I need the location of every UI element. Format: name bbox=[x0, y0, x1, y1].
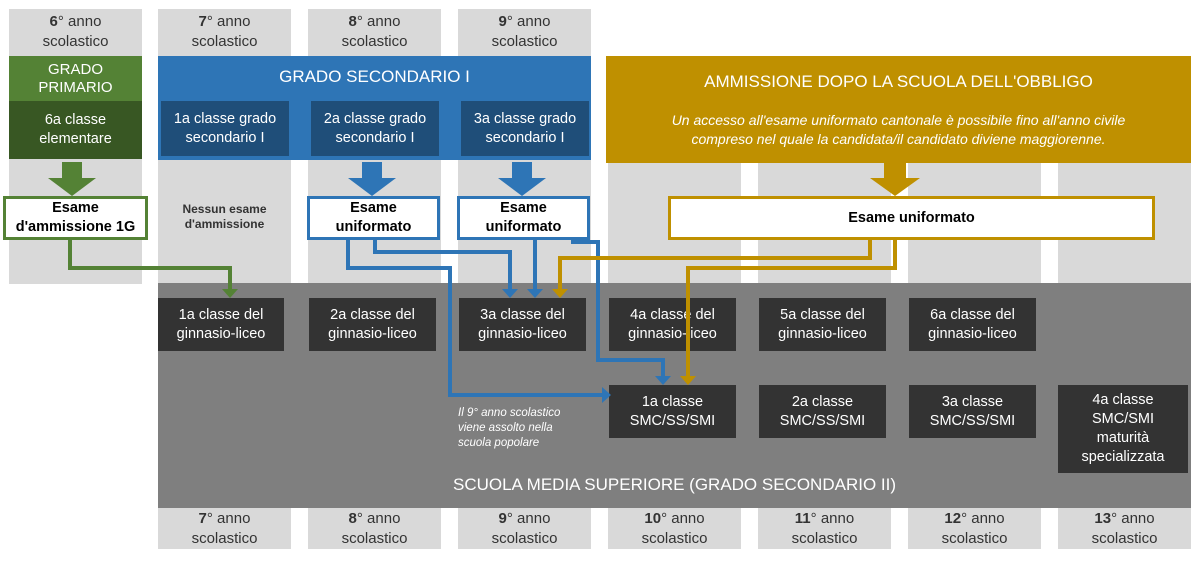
gold-down-arrow bbox=[870, 163, 920, 196]
ninth-year-note: Il 9° anno scolastico viene assolto nell… bbox=[458, 407, 561, 449]
liceo-class-5: 5a classe del ginnasio-liceo bbox=[759, 298, 886, 351]
liceo-class-3: 3a classe del ginnasio-liceo bbox=[459, 298, 586, 351]
primary-header: GRADO PRIMARIO bbox=[9, 56, 142, 101]
secondary1-exam-8: Esame uniformato bbox=[307, 196, 440, 240]
admission-panel bbox=[606, 56, 1191, 163]
secondary1-class-3: 3a classe grado secondario I bbox=[461, 101, 589, 156]
primary-class-6: 6a classe elementare bbox=[9, 101, 142, 159]
liceo-class-2: 2a classe del ginnasio-liceo bbox=[309, 298, 436, 351]
secondary1-exam-9: Esame uniformato bbox=[457, 196, 590, 240]
smc-class-1: 1a classe SMC/SS/SMI bbox=[609, 385, 736, 438]
blue-arrow-head-4 bbox=[655, 376, 671, 385]
secondary1-class-2: 2a classe grado secondario I bbox=[311, 101, 439, 156]
blue-arrow-head-3 bbox=[602, 387, 611, 403]
primary-connector bbox=[68, 238, 232, 290]
gold-arrow-head-2 bbox=[680, 376, 696, 385]
gold-arrow-head-1 bbox=[552, 289, 568, 298]
upper-school-title: SCUOLA MEDIA SUPERIORE (GRADO SECONDARIO… bbox=[452, 474, 897, 494]
secondary1-class-1: 1a classe grado secondario I bbox=[161, 101, 289, 156]
gold-connectors bbox=[558, 238, 897, 377]
blue-arrow-head-1 bbox=[502, 289, 518, 298]
smc-class-2: 2a classe SMC/SS/SMI bbox=[759, 385, 886, 438]
admission-description: Un accesso all'esame uniformato cantonal… bbox=[671, 112, 1126, 147]
blue-down-arrow-8 bbox=[348, 162, 396, 196]
blue-down-arrow-9 bbox=[498, 162, 546, 196]
green-arrow-head bbox=[222, 289, 238, 298]
blue-connectors bbox=[346, 238, 665, 397]
smc-class-3: 3a classe SMC/SS/SMI bbox=[909, 385, 1036, 438]
admission-exam: Esame uniformato bbox=[668, 196, 1155, 240]
liceo-class-1: 1a classe del ginnasio-liceo bbox=[158, 298, 284, 351]
primary-admission-exam: Esame d'ammissione 1G bbox=[3, 196, 148, 240]
liceo-class-6: 6a classe del ginnasio-liceo bbox=[909, 298, 1036, 351]
blue-arrow-head-2 bbox=[527, 289, 543, 298]
secondary1-header: GRADO SECONDARIO I bbox=[158, 56, 591, 100]
liceo-class-4: 4a classe del ginnasio-liceo bbox=[609, 298, 736, 351]
admission-header: AMMISSIONE DOPO LA SCUOLA DELL'OBBLIGO bbox=[704, 71, 1093, 91]
no-admission-exam-label: Nessun esame d'ammissione bbox=[182, 202, 267, 231]
green-down-arrow bbox=[48, 162, 96, 196]
smc-class-4: 4a classe SMC/SMI maturità specializzata bbox=[1058, 385, 1188, 473]
